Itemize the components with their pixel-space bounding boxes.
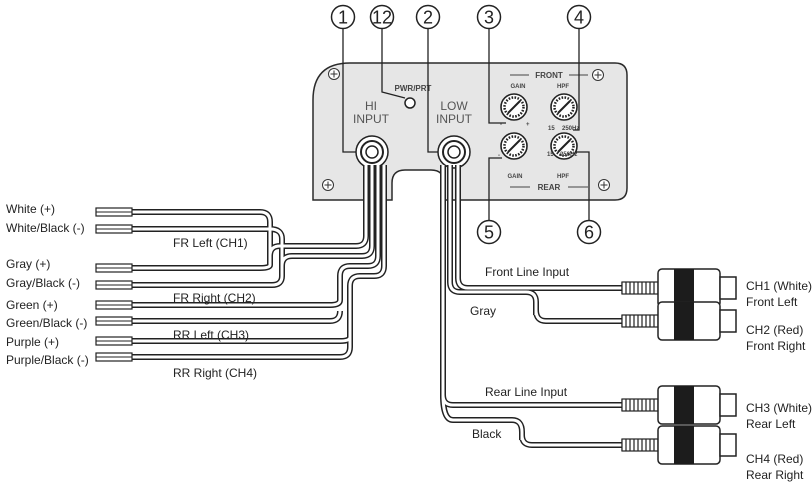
low-input-jack[interactable] xyxy=(437,135,471,169)
wire-color-label: White (+) xyxy=(6,202,55,216)
hi-input-label: HI xyxy=(365,99,377,113)
rca-connector-icon xyxy=(621,425,737,465)
low-input-label: LOW xyxy=(440,99,468,113)
front-label: FRONT xyxy=(535,71,563,80)
hpf-min-label: 15 xyxy=(547,152,554,158)
wire-color-label: Green/Black (-) xyxy=(6,316,87,330)
gain-plus-label: + xyxy=(526,122,530,128)
callout-marker: 2 xyxy=(415,4,441,30)
callout-marker: 3 xyxy=(476,4,502,30)
gain-label: GAIN xyxy=(508,174,523,180)
rear-line-input-label: Rear Line Input xyxy=(485,385,568,399)
hpf-max-label: 250Hz xyxy=(560,152,577,158)
channel-label: RR Right (CH4) xyxy=(173,366,257,380)
screw-icon xyxy=(598,179,610,191)
rca-position-label: Front Left xyxy=(746,295,798,309)
front-gain-knob[interactable] xyxy=(499,92,529,122)
wire-color-label: Gray/Black (-) xyxy=(6,276,80,290)
callout-number: 2 xyxy=(423,8,433,28)
rca-channel-label: CH4 (Red) xyxy=(746,452,803,466)
callout-marker: 12 xyxy=(369,4,395,30)
amplifier-panel: HI INPUT LOW INPUT PWR/PRT FRONT GAIN HP… xyxy=(312,62,628,201)
pwr-led-icon xyxy=(404,97,416,109)
callout-number: 5 xyxy=(484,223,494,243)
screw-icon xyxy=(328,68,340,80)
callout-marker: 1 xyxy=(330,4,356,30)
callout-number: 1 xyxy=(338,8,348,28)
hi-input-jack[interactable] xyxy=(355,135,389,169)
rca-connector-icon xyxy=(621,301,737,341)
callout-number: 4 xyxy=(574,8,584,28)
wire-color-label: Gray (+) xyxy=(6,257,50,271)
gain-minus-label: - xyxy=(498,153,500,159)
pwr-prt-label: PWR/PRT xyxy=(395,84,432,93)
callouts xyxy=(342,29,590,220)
gain-label: GAIN xyxy=(511,84,526,90)
wire-color-label: Green (+) xyxy=(6,298,58,312)
channel-label: FR Right (CH2) xyxy=(173,291,256,305)
rca-position-label: Rear Right xyxy=(746,468,804,482)
hpf-min-label: 15 xyxy=(548,126,555,132)
callout-marker: 6 xyxy=(576,219,602,245)
screw-icon xyxy=(592,69,604,81)
front-hpf-knob[interactable] xyxy=(549,92,579,122)
channel-label: RR Left (CH3) xyxy=(173,328,249,342)
front-cable-color-label: Gray xyxy=(470,304,496,318)
channel-label: FR Left (CH1) xyxy=(173,236,248,250)
rear-cable-color-label: Black xyxy=(472,427,502,441)
rear-label: REAR xyxy=(538,183,561,192)
low-input-label: INPUT xyxy=(436,112,473,126)
rca-position-label: Front Right xyxy=(746,339,806,353)
rca-position-label: Rear Left xyxy=(746,417,796,431)
rca-connector-icon xyxy=(621,385,737,425)
hpf-max-label: 250Hz xyxy=(562,126,579,132)
rca-channel-label: CH3 (White) xyxy=(746,401,812,415)
hi-input-label: INPUT xyxy=(353,112,390,126)
screw-icon xyxy=(322,179,334,191)
rca-cable-harness xyxy=(440,165,622,448)
speaker-wire-harness xyxy=(95,165,387,362)
rca-channel-label: CH2 (Red) xyxy=(746,323,803,337)
gain-minus-label: - xyxy=(500,122,502,128)
callout-number: 3 xyxy=(484,8,494,28)
front-line-input-label: Front Line Input xyxy=(485,265,570,279)
rca-channel-label: CH1 (White) xyxy=(746,279,812,293)
callout-marker: 4 xyxy=(566,4,592,30)
rear-gain-knob[interactable] xyxy=(499,131,529,161)
panel-outline xyxy=(312,62,628,201)
hpf-label: HPF xyxy=(557,84,569,90)
hpf-label: HPF xyxy=(557,174,569,180)
wire-color-label: Purple/Black (-) xyxy=(6,353,89,367)
callout-marker: 5 xyxy=(476,219,502,245)
callout-number: 6 xyxy=(584,223,594,243)
callout-number: 12 xyxy=(372,8,392,28)
wire-color-label: White/Black (-) xyxy=(6,221,85,235)
wire-color-label: Purple (+) xyxy=(6,335,59,349)
